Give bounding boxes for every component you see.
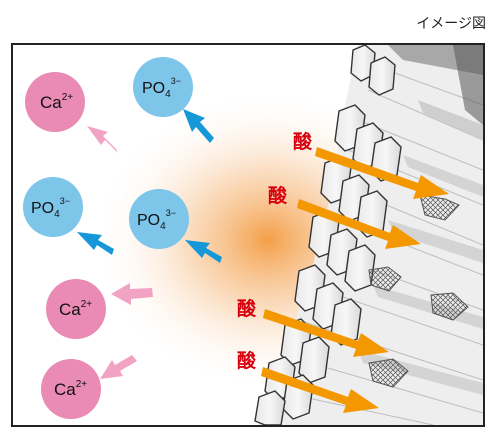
calcium-arrow [100, 355, 137, 379]
phosphate-arrow [185, 240, 222, 263]
phosphate-ion: PO43− [23, 177, 83, 237]
calcium-ion: Ca2+ [41, 359, 101, 419]
svg-text:Ca2+: Ca2+ [59, 299, 92, 319]
calcium-ion: Ca2+ [25, 72, 85, 132]
phosphate-arrow [77, 232, 114, 255]
acid-arrows [261, 147, 449, 413]
acid-arrow [261, 367, 379, 413]
calcium-arrow [111, 283, 153, 305]
phosphate-arrow [183, 109, 214, 143]
acid-label: 酸 [237, 297, 257, 320]
svg-text:PO43−: PO43− [142, 76, 181, 100]
svg-text:PO43−: PO43− [137, 208, 176, 232]
acid-arrow [315, 147, 449, 199]
acid-label: 酸 [237, 349, 257, 372]
acid-label: 酸 [268, 184, 288, 207]
acid-arrow [297, 199, 421, 249]
demineralized-areas [368, 194, 469, 388]
svg-text:Ca2+: Ca2+ [40, 92, 73, 112]
acid-label: 酸 [293, 130, 313, 153]
svg-text:Ca2+: Ca2+ [54, 379, 87, 399]
enamel-rods [254, 45, 402, 425]
ion-arrows [77, 109, 222, 379]
calcium-arrow [87, 126, 118, 153]
svg-text:PO43−: PO43− [31, 196, 70, 220]
acid-arrow [263, 309, 389, 357]
calcium-ion: Ca2+ [46, 279, 106, 339]
phosphate-ion: PO43− [133, 57, 193, 117]
phosphate-ion: PO43− [129, 189, 189, 249]
demineralization-diagram: 酸 酸 酸 酸 [23, 45, 483, 425]
image-caption: イメージ図 [416, 15, 486, 31]
diagram-frame: 酸 酸 酸 酸 [11, 43, 485, 427]
